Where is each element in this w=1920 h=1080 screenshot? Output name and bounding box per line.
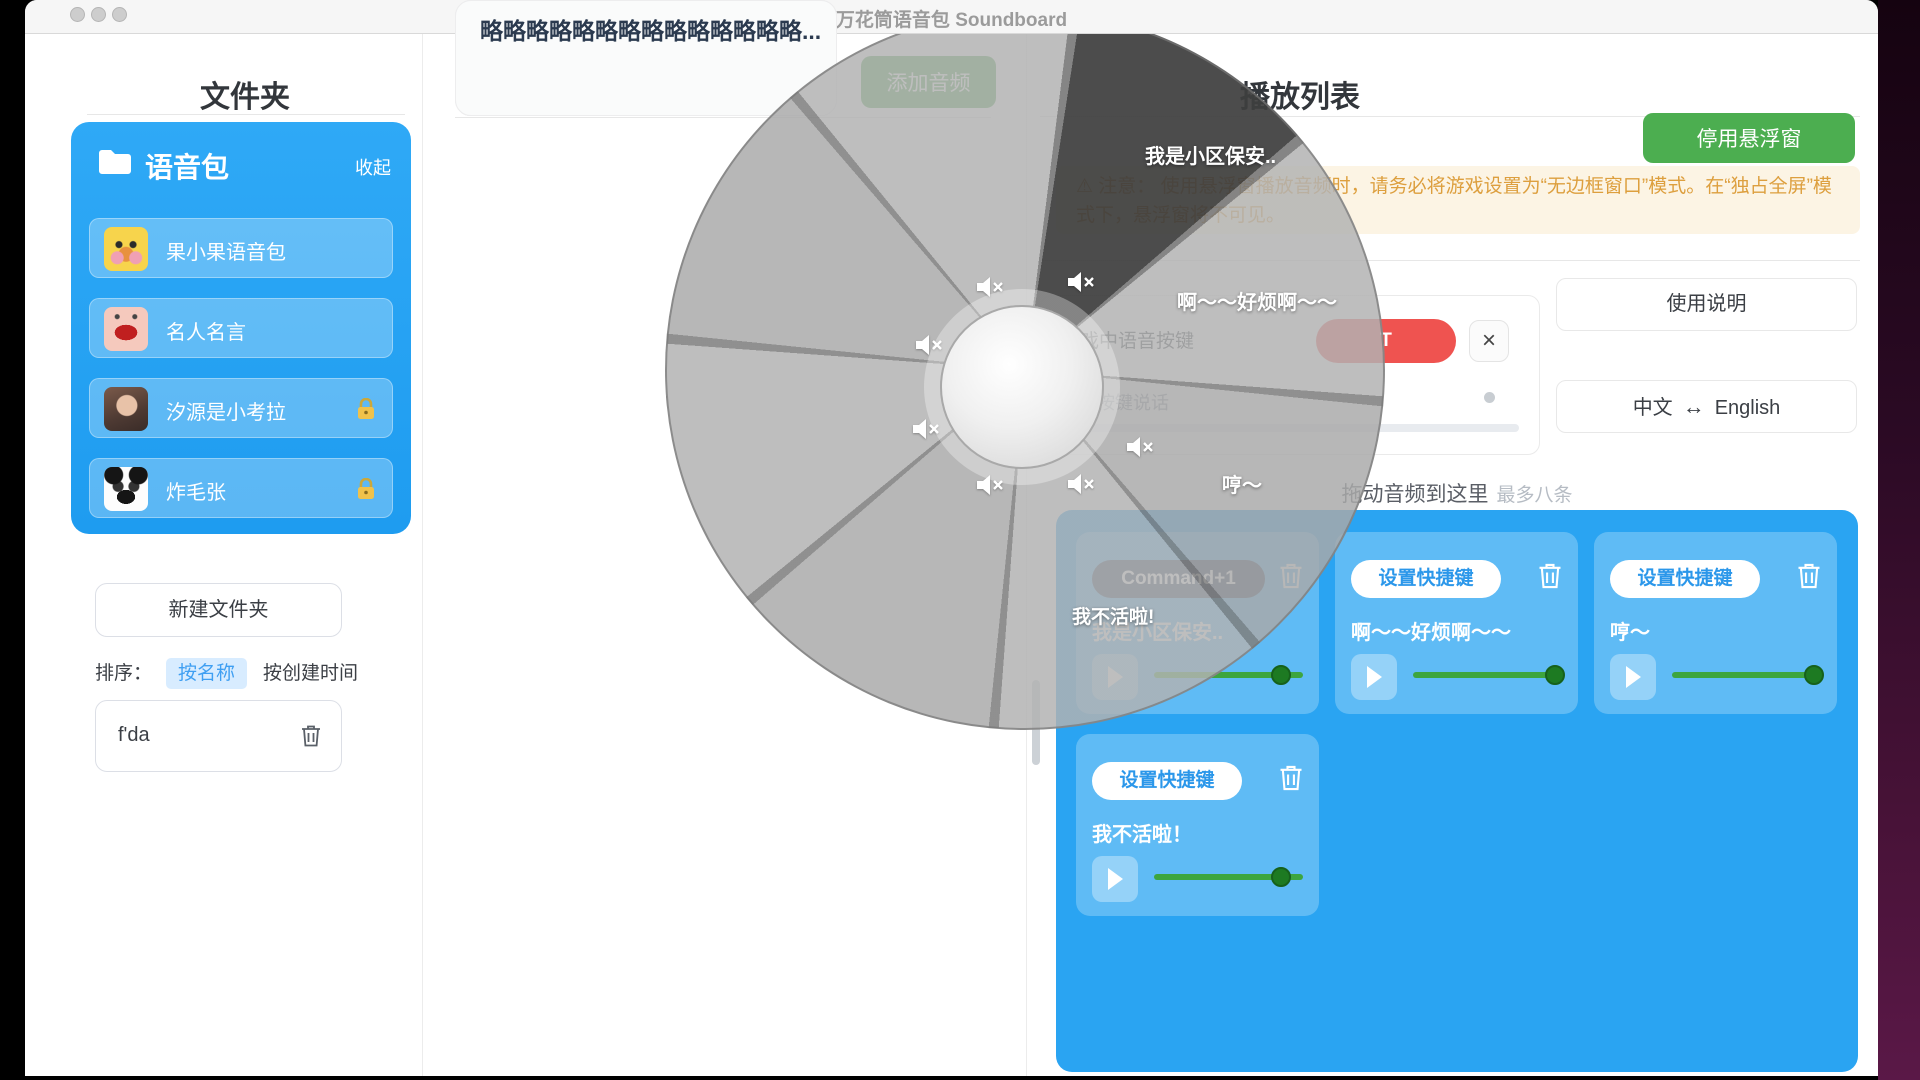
- pack-name: 名人名言: [166, 322, 246, 344]
- sidebar-divider: [422, 34, 423, 1076]
- set-hotkey-button[interactable]: 设置快捷键: [1092, 762, 1242, 800]
- zoom-window-button[interactable]: [112, 7, 127, 22]
- minimize-window-button[interactable]: [91, 7, 106, 22]
- muted-speaker-icon[interactable]: [974, 274, 1004, 305]
- slider-knob[interactable]: [1544, 665, 1565, 685]
- volume-slider[interactable]: [1672, 665, 1824, 685]
- sidebar-title: 文件夹: [200, 81, 290, 114]
- sort-by-name-button[interactable]: 按名称: [166, 658, 248, 689]
- set-hotkey-button[interactable]: 设置快捷键: [1351, 560, 1501, 598]
- audio-title: 略略略略略略略略略略略略略略...: [480, 18, 822, 44]
- disable-overlay-button[interactable]: 停用悬浮窗: [1643, 113, 1855, 163]
- sound-wheel-overlay[interactable]: 我是小区保安.. 啊～～好烦啊～～ 哼～ 我不活啦!: [665, 34, 1385, 730]
- slider-knob[interactable]: [1270, 867, 1291, 887]
- desktop-wallpaper-strip: [1878, 0, 1920, 1080]
- sound-label: 啊～～好烦啊～～: [1351, 622, 1511, 644]
- sort-label: 排序：: [95, 663, 153, 684]
- sound-label: 我不活啦！: [1092, 824, 1192, 846]
- close-window-button[interactable]: [70, 7, 85, 22]
- delete-folder-icon[interactable]: [301, 724, 321, 753]
- language-en: English: [1714, 397, 1781, 419]
- sidebar-item-pack[interactable]: 名人名言: [89, 298, 393, 358]
- divider: [455, 117, 991, 118]
- wheel-sector-label[interactable]: 哼～: [1222, 475, 1262, 497]
- sound-card[interactable]: 设置快捷键 哼～: [1594, 532, 1837, 714]
- sidebar-item-pack[interactable]: 果小果语音包: [89, 218, 393, 278]
- help-button[interactable]: 使用说明: [1556, 278, 1857, 331]
- pack-name: 汐源是小考拉: [166, 402, 286, 424]
- folder-list-item[interactable]: f'da: [95, 700, 342, 772]
- voice-pack-group: 语音包 收起 果小果语音包 名人名言 汐源是小考拉 炸毛张: [71, 122, 411, 534]
- muted-speaker-icon[interactable]: [913, 332, 943, 363]
- muted-speaker-icon[interactable]: [1124, 434, 1154, 465]
- language-toggle[interactable]: 中文 ↔ English: [1556, 380, 1857, 433]
- muted-speaker-icon[interactable]: [1065, 269, 1095, 300]
- sound-card[interactable]: 设置快捷键 啊～～好烦啊～～: [1335, 532, 1578, 714]
- folder-name-value: f'da: [118, 724, 150, 746]
- volume-slider[interactable]: [1154, 867, 1303, 887]
- sound-card[interactable]: 设置快捷键 我不活啦！: [1076, 734, 1319, 916]
- play-icon: [1367, 666, 1382, 688]
- trash-icon[interactable]: [1279, 764, 1303, 797]
- divider: [1040, 116, 1860, 117]
- volume-slider[interactable]: [1154, 665, 1303, 685]
- divider: [87, 114, 405, 115]
- clear-key-button[interactable]: ×: [1469, 320, 1509, 362]
- lock-icon: [356, 477, 376, 505]
- divider: [1040, 260, 1860, 261]
- new-folder-button[interactable]: 新建文件夹: [95, 583, 342, 637]
- muted-speaker-icon[interactable]: [910, 416, 940, 447]
- folder-icon: [97, 148, 133, 181]
- pack-name: 果小果语音包: [166, 242, 286, 264]
- play-icon: [1108, 868, 1123, 890]
- wheel-center-hub[interactable]: [940, 305, 1104, 469]
- play-button[interactable]: [1610, 654, 1656, 700]
- play-button[interactable]: [1351, 654, 1397, 700]
- sidebar-item-pack[interactable]: 炸毛张: [89, 458, 393, 518]
- pack-avatar: [104, 227, 148, 271]
- trash-icon[interactable]: [1538, 562, 1562, 595]
- lock-icon: [356, 397, 376, 425]
- set-hotkey-button[interactable]: 设置快捷键: [1610, 560, 1760, 598]
- collapse-button[interactable]: 收起: [355, 158, 391, 178]
- muted-speaker-icon[interactable]: [974, 472, 1004, 503]
- status-dot: [1484, 392, 1495, 403]
- voice-pack-group-label: 语音包: [145, 152, 230, 183]
- pack-avatar: [104, 387, 148, 431]
- titlebar: 万花筒语音包 Soundboard: [25, 0, 1878, 34]
- drop-zone-limit: 最多八条: [1496, 485, 1573, 506]
- floating-overlay-clip: 我是小区保安.. 啊～～好烦啊～～ 哼～ 我不活啦!: [625, 34, 1435, 734]
- volume-slider[interactable]: [1413, 665, 1565, 685]
- wheel-sector-label[interactable]: 我不活啦!: [1072, 607, 1155, 628]
- swap-arrow-icon: ↔: [1682, 394, 1705, 419]
- play-icon: [1626, 666, 1641, 688]
- pack-avatar: [104, 467, 148, 511]
- slider-knob[interactable]: [1270, 665, 1291, 685]
- wheel-sector-label-selected[interactable]: 我是小区保安..: [1145, 146, 1277, 168]
- pack-avatar: [104, 307, 148, 351]
- app-window: 万花筒语音包 Soundboard 文件夹 语音包 收起 果小果语音包 名人名言…: [25, 0, 1878, 1076]
- window-title: 万花筒语音包 Soundboard: [835, 10, 1068, 31]
- pack-name: 炸毛张: [166, 482, 226, 504]
- slider-knob[interactable]: [1803, 665, 1824, 685]
- wheel-sector-label[interactable]: 啊～～好烦啊～～: [1177, 292, 1337, 314]
- sidebar-item-pack[interactable]: 汐源是小考拉: [89, 378, 393, 438]
- language-zh: 中文: [1632, 397, 1673, 419]
- muted-speaker-icon[interactable]: [1065, 471, 1095, 502]
- sort-row: 排序： 按名称按创建时间: [95, 658, 359, 689]
- trash-icon[interactable]: [1797, 562, 1821, 595]
- audio-row[interactable]: 略略略略略略略略略略略略略略...: [455, 0, 837, 116]
- sort-by-created-button[interactable]: 按创建时间: [263, 663, 359, 684]
- sound-label: 哼～: [1610, 622, 1650, 644]
- drop-zone-hint: 拖动音频到这里最多八条: [1341, 483, 1573, 506]
- play-button[interactable]: [1092, 856, 1138, 902]
